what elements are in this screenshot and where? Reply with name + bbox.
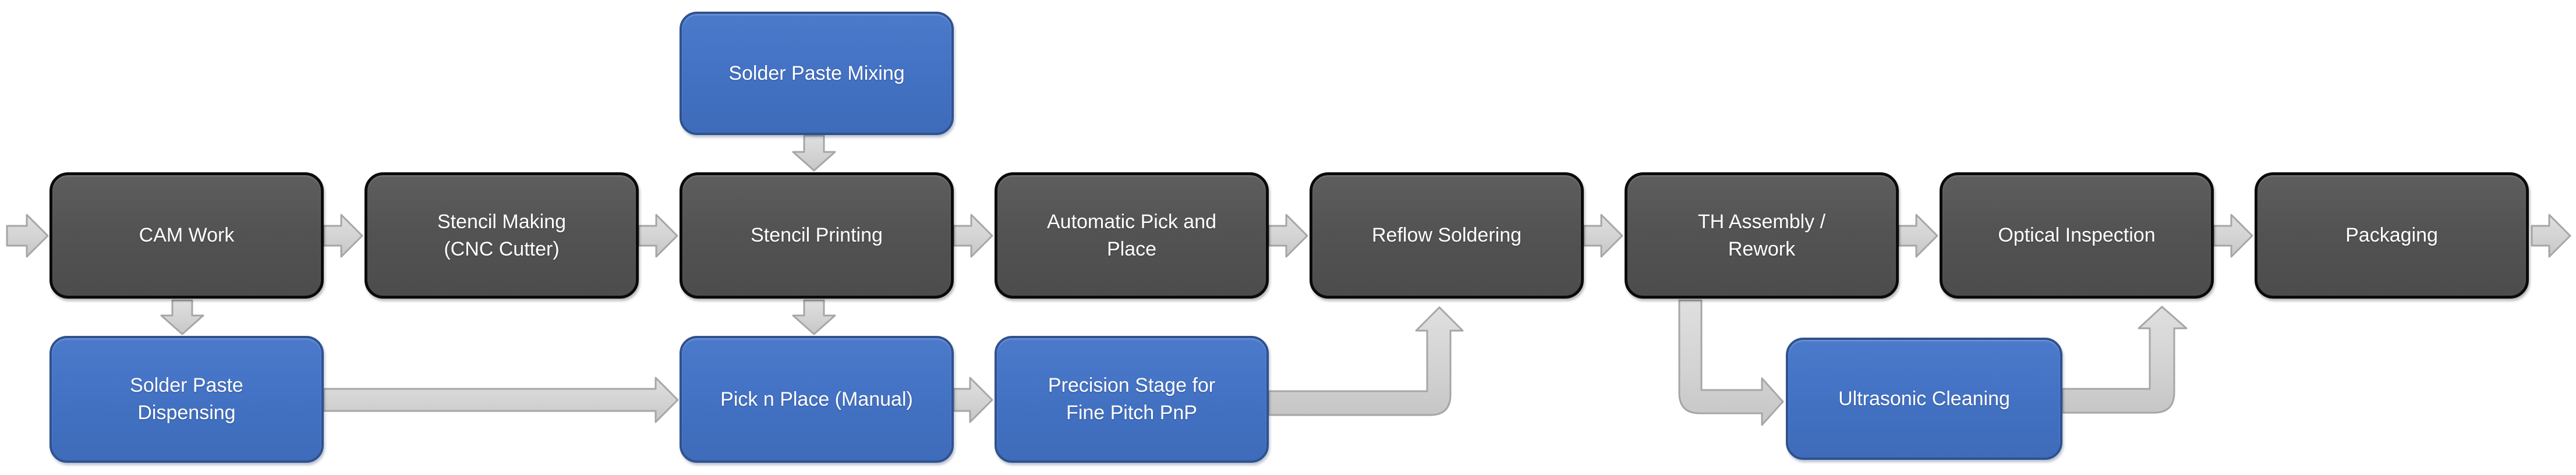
arrow-th-assembly-to-optical-inspection	[1898, 214, 1938, 258]
node-reflow-soldering: Reflow Soldering	[1310, 172, 1584, 299]
node-label: Automatic Pick and Place	[1046, 210, 1217, 260]
arrow-cam-work-to-solder-paste-dispensing	[160, 299, 204, 335]
arrow-solder-paste-dispensing-to-pick-n-place	[323, 377, 679, 423]
node-ultrasonic-cleaning: Ultrasonic Cleaning	[1786, 338, 2062, 460]
node-optical-inspection: Optical Inspection	[1940, 172, 2214, 299]
node-label: Precision Stage for Fine Pitch PnP	[1048, 374, 1216, 424]
arrow-packaging-to-end	[2531, 214, 2571, 258]
arrow-start-to-cam-work	[6, 214, 49, 258]
arrow-ultrasonic-cleaning-to-optical-inspection	[2061, 306, 2188, 414]
node-label: CAM Work	[139, 224, 235, 246]
arrow-pick-n-place-to-precision-stage	[953, 377, 993, 423]
node-label: Ultrasonic Cleaning	[1838, 387, 2010, 410]
arrow-reflow-to-th-assembly	[1583, 214, 1623, 258]
arrow-stencil-printing-to-automatic-pnp	[953, 214, 993, 258]
node-precision-stage: Precision Stage for Fine Pitch PnP	[995, 336, 1269, 463]
node-stencil-printing: Stencil Printing	[680, 172, 954, 299]
node-packaging: Packaging	[2255, 172, 2529, 299]
node-label: Stencil Making (CNC Cutter)	[437, 210, 567, 260]
arrow-stencil-printing-to-pick-n-place-manual	[792, 299, 836, 335]
arrow-th-assembly-to-ultrasonic-cleaning	[1678, 299, 1784, 426]
node-label: Reflow Soldering	[1371, 224, 1522, 246]
node-label: Solder Paste Mixing	[728, 62, 905, 84]
node-label: Stencil Printing	[751, 224, 883, 246]
node-solder-paste-mixing: Solder Paste Mixing	[680, 12, 954, 135]
node-label: Packaging	[2345, 224, 2438, 246]
node-label: Pick n Place (Manual)	[720, 388, 913, 410]
arrow-optical-inspection-to-packaging	[2213, 214, 2253, 258]
node-stencil-making: Stencil Making (CNC Cutter)	[365, 172, 639, 299]
node-automatic-pick-and-place: Automatic Pick and Place	[995, 172, 1269, 299]
arrow-cam-work-to-stencil-making	[323, 214, 363, 258]
node-label: Solder Paste Dispensing	[130, 374, 243, 424]
arrow-stencil-making-to-stencil-printing	[638, 214, 678, 258]
arrow-precision-stage-to-reflow-soldering	[1268, 306, 1464, 416]
node-solder-paste-dispensing: Solder Paste Dispensing	[49, 336, 324, 463]
node-pick-n-place-manual: Pick n Place (Manual)	[680, 336, 954, 463]
arrow-automatic-pnp-to-reflow	[1268, 214, 1308, 258]
node-cam-work: CAM Work	[49, 172, 324, 299]
node-label: TH Assembly / Rework	[1697, 210, 1826, 260]
node-th-assembly-rework: TH Assembly / Rework	[1625, 172, 1899, 299]
node-label: Optical Inspection	[1998, 224, 2156, 246]
arrow-solder-paste-mixing-to-stencil-printing	[792, 134, 836, 172]
